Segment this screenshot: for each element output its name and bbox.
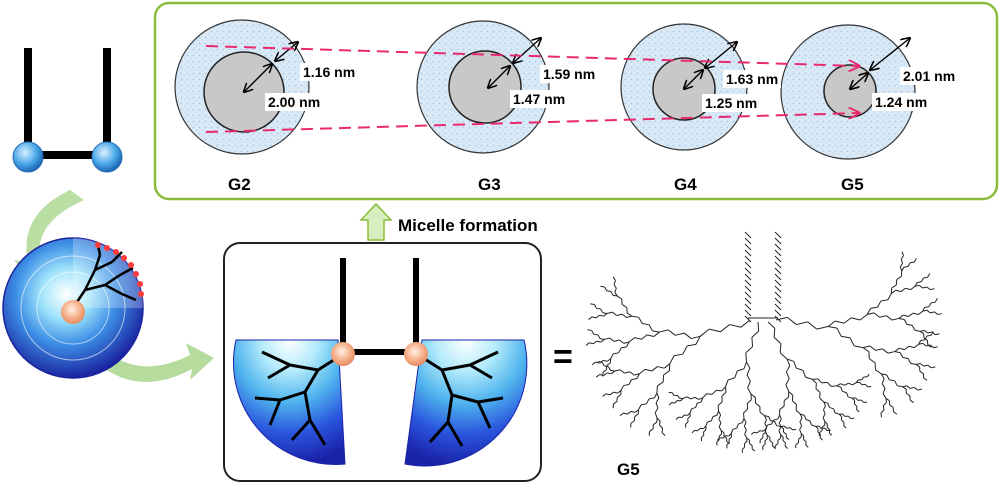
- g5-generation-label: G5: [841, 175, 864, 195]
- g3-core-label: 1.47 nm: [510, 90, 568, 108]
- g4-shell-label: 1.63 nm: [723, 70, 781, 88]
- g3-shell-label: 1.59 nm: [540, 65, 598, 83]
- micelle-g3-core: [449, 51, 521, 123]
- equals-sign: =: [553, 338, 573, 377]
- g5-core-label: 1.24 nm: [872, 93, 930, 111]
- amphiphile-icon: [13, 48, 122, 172]
- structure-label: G5: [617, 460, 640, 480]
- micelle-formation-label: Micelle formation: [398, 216, 538, 236]
- micelle-g5: [781, 25, 915, 159]
- g2-core-label: 2.00 nm: [265, 93, 323, 111]
- g3-generation-label: G3: [478, 175, 501, 195]
- g4-core-label: 1.25 nm: [702, 94, 760, 112]
- g2-shell-label: 1.16 nm: [300, 63, 358, 81]
- g4-generation-label: G4: [674, 175, 697, 195]
- g5-shell-label: 2.01 nm: [900, 67, 958, 85]
- micelle-g2: [175, 20, 309, 154]
- g5-chemical-structure: [586, 232, 942, 453]
- g2-generation-label: G2: [228, 175, 251, 195]
- micelle-formation-arrow: [361, 204, 391, 240]
- dendrimer-sphere: [3, 238, 144, 378]
- micelle-g5-core: [824, 65, 876, 117]
- micelle-g3: [417, 21, 549, 153]
